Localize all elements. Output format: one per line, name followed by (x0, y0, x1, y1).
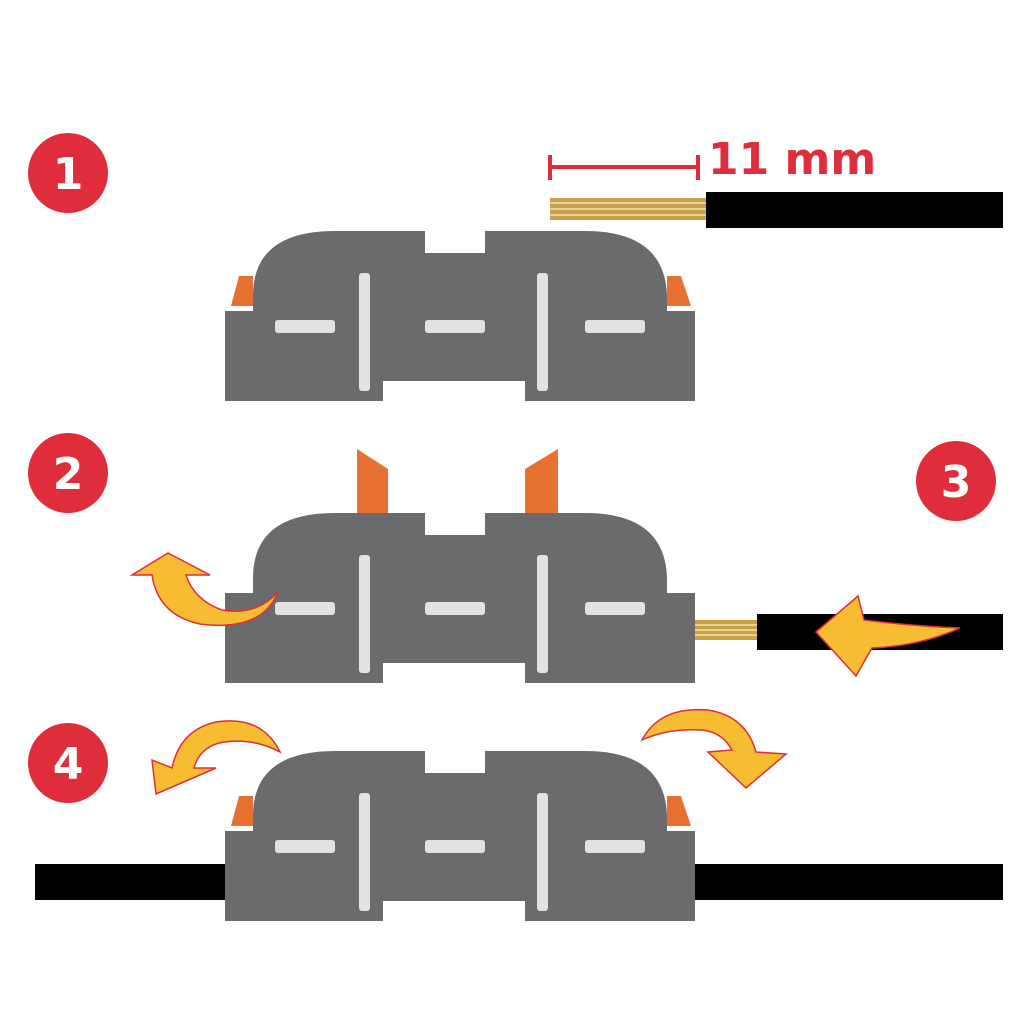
step-number-2: 2 (53, 449, 84, 500)
curved-arrow-icon (151, 720, 282, 796)
step-badge-2: 2 (28, 433, 108, 513)
stripped-wire (550, 192, 1003, 228)
curved-arrow-icon (640, 708, 788, 790)
lever-open-left (357, 449, 388, 513)
wire-right-connected (690, 864, 1003, 900)
step-badge-3: 3 (916, 441, 996, 521)
connector-closed-step4 (225, 751, 695, 921)
connector-closed-step1 (225, 231, 695, 401)
lever-open-right (525, 449, 558, 513)
curved-arrow-icon (814, 594, 961, 678)
step-number-1: 1 (53, 149, 84, 200)
step-badge-1: 1 (28, 133, 108, 213)
step-badge-4: 4 (28, 723, 108, 803)
strip-length-label: 11 mm (708, 134, 876, 185)
step-number-3: 3 (941, 457, 972, 508)
curved-arrow-icon (129, 552, 279, 627)
strip-length-dimension: 11 mm (548, 134, 876, 185)
wire-left-connected (35, 864, 235, 900)
step-number-4: 4 (53, 739, 84, 790)
connector-open-step2 (225, 449, 695, 683)
